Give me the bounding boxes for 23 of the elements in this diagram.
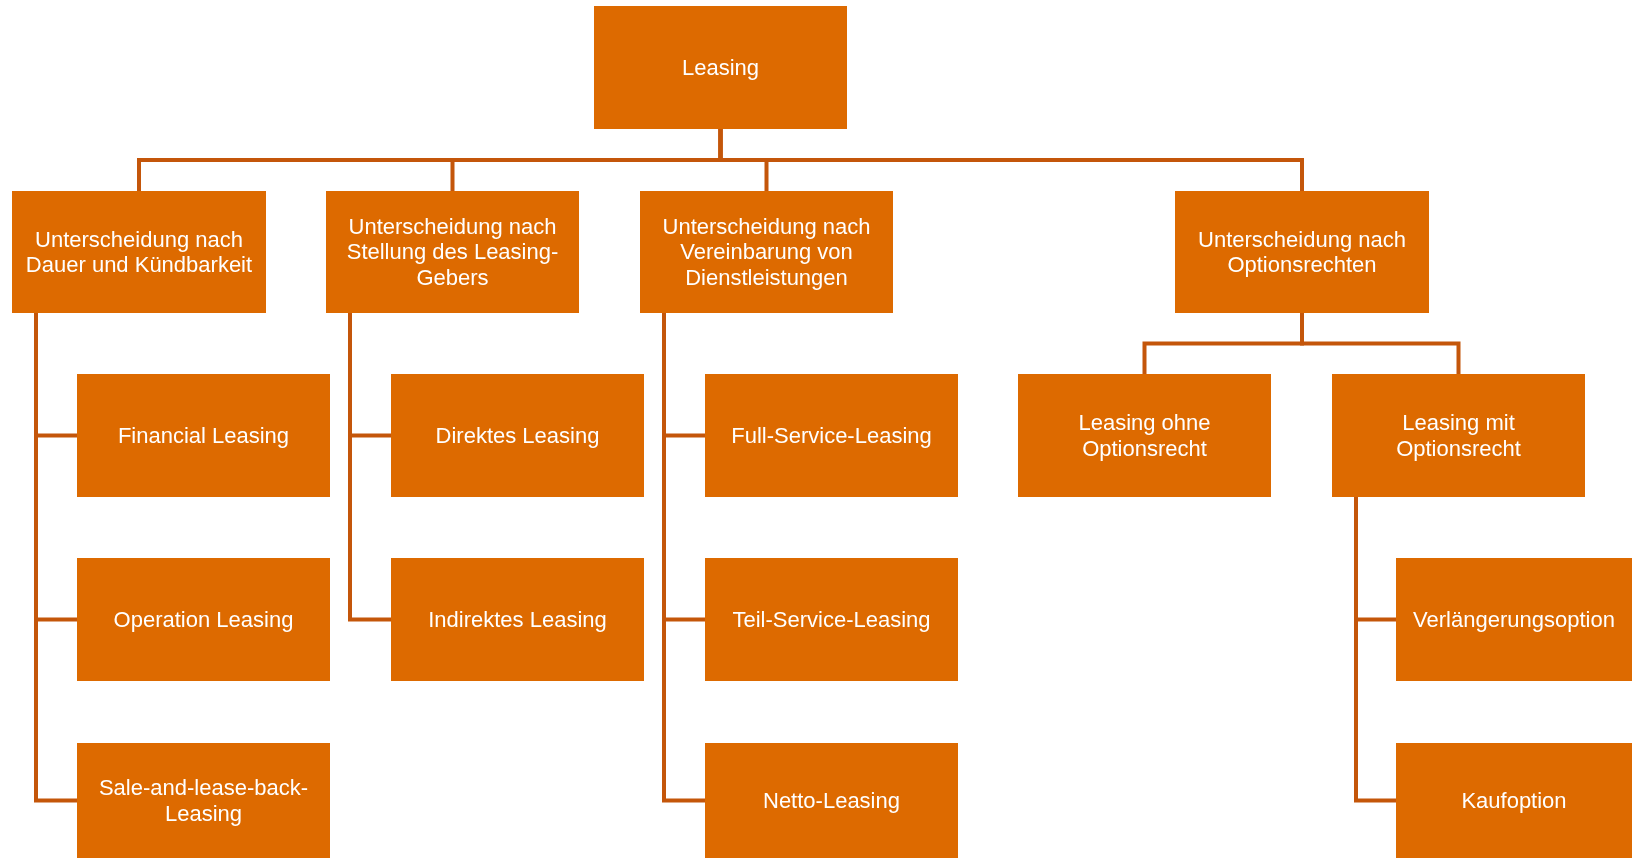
connector-line	[1354, 497, 1396, 803]
category-box: Operation Leasing	[77, 558, 330, 681]
category-box: Leasing mit Optionsrecht	[1332, 374, 1585, 497]
category-box: Sale-and-lease-back-Leasing	[77, 743, 330, 858]
category-box: Leasing	[594, 6, 847, 129]
connector-line	[718, 129, 1304, 191]
connector-line	[348, 313, 391, 622]
category-box: Indirektes Leasing	[391, 558, 644, 681]
category-box: Financial Leasing	[77, 374, 330, 497]
connector-line	[34, 313, 77, 803]
category-box: Verlängerungsoption	[1396, 558, 1632, 681]
connector-line	[662, 313, 705, 803]
category-box: Unterscheidung nach Optionsrechten	[1175, 191, 1429, 313]
category-box: Direktes Leasing	[391, 374, 644, 497]
category-box: Unterscheidung nach Dauer und Kündbarkeit	[12, 191, 266, 313]
category-box: Kaufoption	[1396, 743, 1632, 858]
category-box: Unterscheidung nach Stellung des Leasing-Gebers	[326, 191, 579, 313]
category-box: Leasing ohne Optionsrecht	[1018, 374, 1271, 497]
category-box: Unterscheidung nach Vereinbarung von Dienstleistungen	[640, 191, 893, 313]
connector-line	[1300, 313, 1461, 374]
category-box: Teil-Service-Leasing	[705, 558, 958, 681]
category-box: Full-Service-Leasing	[705, 374, 958, 497]
category-box: Netto-Leasing	[705, 743, 958, 858]
